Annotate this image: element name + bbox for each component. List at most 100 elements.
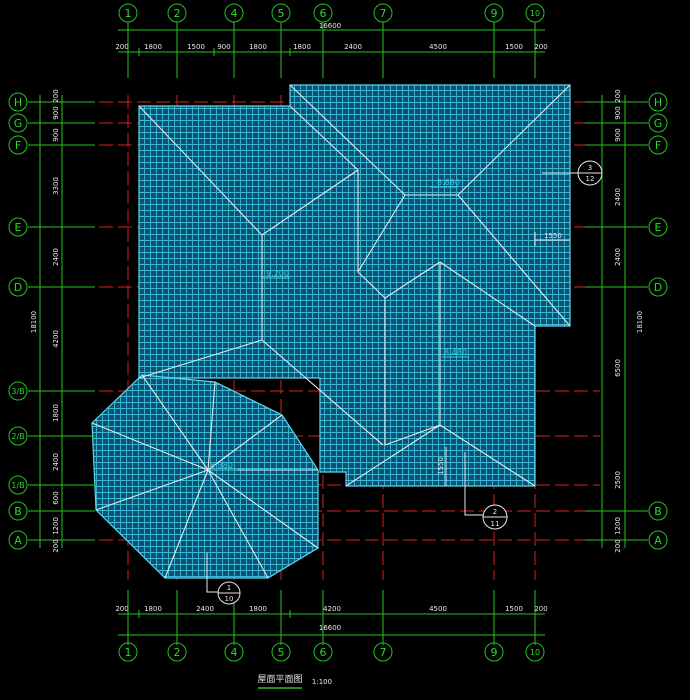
dim-label: 1800 [144,43,162,51]
axis-bubble: 10 [525,3,545,23]
dim-label: 1800 [293,43,311,51]
dim-label: 200 [534,605,547,613]
axis-bubble: 9 [484,3,504,23]
drawing-title: 屋面平面图 [257,674,302,685]
dim-label: 2400 [614,188,622,206]
top-axis-bubbles: 1 2 4 5 6 7 9 10 [118,3,545,23]
dim-label: 900 [52,106,60,119]
dim-label: 4200 [52,330,60,348]
detail-callout-3: 3 12 [542,160,603,186]
dim-label: 3300 [52,177,60,195]
dim-label: 4200 [323,605,341,613]
dim-label: 1800 [144,605,162,613]
axis-bubble: F [8,135,28,155]
axis-bubble: 1 [118,3,138,23]
svg-text:4: 4 [231,646,238,659]
svg-text:7: 7 [380,7,387,20]
dim-label: 200 [115,43,128,51]
dim-label: 18100 [636,311,644,333]
elevation-annotations: 8.880 9.200 8.480 8.880 [208,178,468,471]
axis-bubble: 9 [484,642,504,662]
svg-text:2: 2 [174,7,181,20]
axis-bubble: E [648,217,668,237]
dim-label: 200 [52,539,60,552]
axis-bubble: B [648,501,668,521]
axis-bubble: 1/B [8,475,28,495]
svg-text:G: G [14,117,23,130]
inner-dimensions: 1550 1550 [437,232,570,486]
axis-bubble: 3/B [8,381,28,401]
left-axis-bubbles: H G F E D 3/B 2/B 1/B B A [8,92,28,550]
svg-text:D: D [654,281,662,294]
svg-text:H: H [654,96,662,109]
roof-planes [91,84,571,579]
detail-callout-1: 1 10 [206,553,241,605]
dim-label: 200 [614,539,622,552]
bottom-dimension-labels: 200 1800 2400 1800 4200 4500 1500 200 16… [115,605,547,632]
top-dimension-labels: 16600 200 1800 1500 900 1800 1800 2400 4… [115,22,547,51]
elevation-label: 9.200 [266,269,289,278]
dim-label: 1200 [614,517,622,535]
svg-text:10: 10 [225,595,234,603]
axis-bubble: 6 [313,642,333,662]
dim-label: 1800 [249,43,267,51]
dim-label: 2400 [52,248,60,266]
svg-text:11: 11 [491,520,500,528]
axis-bubble: 6 [313,3,333,23]
svg-text:G: G [654,117,663,130]
right-axis-bubbles: H G F E D B A [648,92,668,550]
dim-label: 4500 [429,43,447,51]
dim-label: 2500 [614,471,622,489]
svg-text:B: B [14,505,22,518]
axis-bubble: 5 [271,3,291,23]
svg-text:F: F [655,139,661,152]
dim-label: 6500 [614,359,622,377]
svg-text:A: A [14,534,22,547]
axis-bubble: 2 [167,642,187,662]
dim-label: 900 [217,43,230,51]
dim-label: 4500 [429,605,447,613]
dim-label: 200 [614,89,622,102]
svg-text:3/B: 3/B [11,387,24,396]
svg-text:2: 2 [493,508,497,516]
svg-text:2: 2 [174,646,181,659]
dim-label: 1800 [249,605,267,613]
dim-label: 1550 [544,232,562,240]
dim-label: 18100 [30,311,38,333]
dim-label: 1550 [437,457,445,475]
svg-text:4: 4 [231,7,238,20]
dim-label: 1200 [52,517,60,535]
axis-bubble: 7 [373,3,393,23]
svg-text:2/B: 2/B [11,432,24,441]
drawing-title-block: 屋面平面图 1:100 [257,674,332,689]
svg-text:D: D [14,281,22,294]
dim-label: 900 [614,128,622,141]
dim-label: 16600 [319,22,341,30]
axis-bubble: 2 [167,3,187,23]
dim-label: 2400 [52,453,60,471]
axis-bubble: D [8,277,28,297]
bottom-axis-bubbles: 1 2 4 5 6 7 9 10 [118,642,545,662]
dim-label: 16600 [319,624,341,632]
svg-text:9: 9 [491,646,498,659]
svg-text:A: A [654,534,662,547]
axis-bubble: G [648,113,668,133]
axis-bubble: B [8,501,28,521]
axis-bubble: H [648,92,668,112]
axis-bubble: 4 [224,3,244,23]
svg-text:10: 10 [530,9,540,18]
svg-text:B: B [654,505,662,518]
axis-bubble: F [648,135,668,155]
dim-label: 200 [52,89,60,102]
dim-label: 200 [115,605,128,613]
svg-text:10: 10 [530,648,540,657]
svg-text:9: 9 [491,7,498,20]
dim-label: 600 [52,491,60,504]
svg-text:1: 1 [227,584,231,592]
axis-bubble: 1 [118,642,138,662]
svg-text:1: 1 [125,646,132,659]
svg-text:E: E [15,221,22,234]
axis-bubble: 5 [271,642,291,662]
drawing-scale: 1:100 [312,678,332,686]
